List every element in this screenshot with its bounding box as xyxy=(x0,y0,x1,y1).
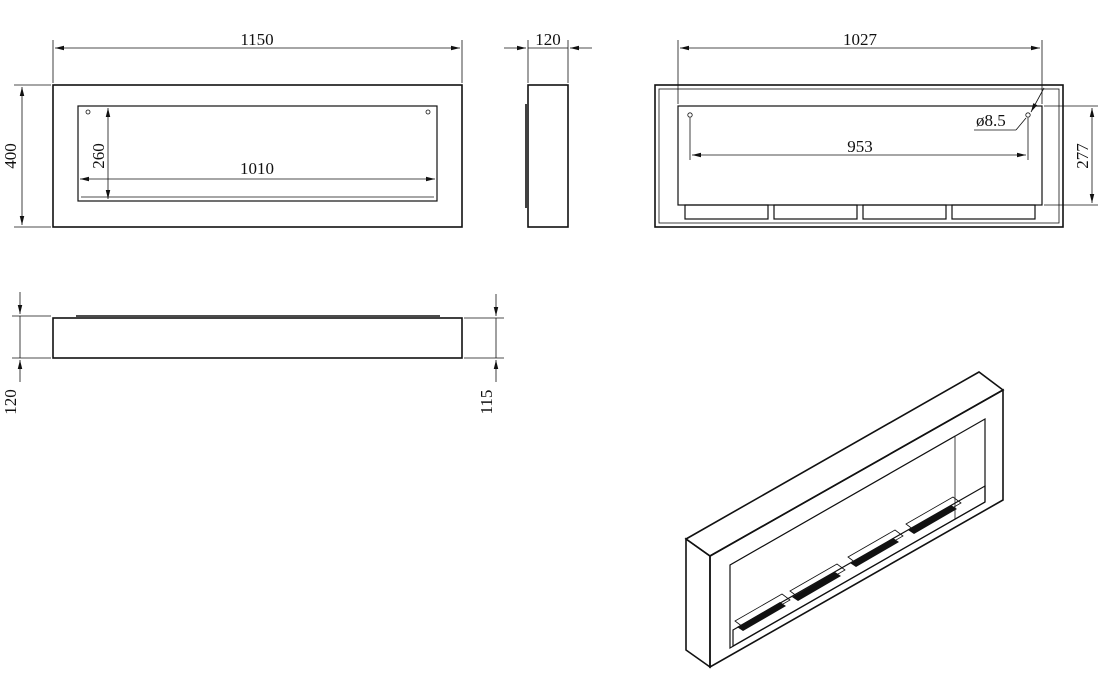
front-mount-hole-left xyxy=(85,109,91,115)
bracket-height-label: 277 xyxy=(1073,143,1092,169)
dim-opening-width: 1010 xyxy=(80,159,435,182)
rear-mounting-bracket xyxy=(677,105,1043,206)
front-opening xyxy=(77,105,438,202)
front-width-label: 1150 xyxy=(240,30,273,49)
dim-front-width: 1150 xyxy=(52,30,463,83)
dim-hole-spacing: 953 xyxy=(689,118,1029,160)
bottom-profile xyxy=(52,317,463,359)
dim-bracket-width: 1027 xyxy=(677,30,1043,104)
iso-top-face xyxy=(684,371,1005,557)
iso-front-face xyxy=(709,388,1004,669)
front-mount-hole-right xyxy=(425,109,431,115)
dim-bottom-right: 115 xyxy=(464,294,504,414)
hole-spacing-label: 953 xyxy=(847,137,873,156)
opening-height-label: 260 xyxy=(89,143,108,169)
iso-burners xyxy=(734,496,962,631)
rear-inner-frame xyxy=(658,88,1060,224)
front-outer-frame xyxy=(52,84,463,228)
hole-diameter-label: ø8.5 xyxy=(976,111,1006,130)
bottom-left-depth-label: 120 xyxy=(1,389,20,415)
rear-mount-hole-left xyxy=(687,112,693,118)
rear-burner-slots xyxy=(684,204,1036,220)
dim-hole-diameter: ø8.5 xyxy=(974,87,1045,131)
rear-outer-frame xyxy=(654,84,1064,228)
opening-width-label: 1010 xyxy=(240,159,274,178)
dim-bottom-left: 120 xyxy=(1,292,51,415)
bottom-view: 120 115 xyxy=(1,292,504,415)
dim-front-height: 400 xyxy=(1,84,51,228)
rear-view: 1027 953 ø8.5 277 xyxy=(654,30,1098,228)
rear-mount-hole-right xyxy=(1025,112,1031,118)
front-height-label: 400 xyxy=(1,143,20,169)
dim-opening-height: 260 xyxy=(89,108,111,199)
dim-bracket-height: 277 xyxy=(1044,105,1098,206)
side-depth-label: 120 xyxy=(535,30,561,49)
side-profile xyxy=(527,84,569,228)
bracket-width-label: 1027 xyxy=(843,30,878,49)
iso-opening-top-inner xyxy=(729,435,956,566)
iso-left-side-face xyxy=(685,537,711,669)
isometric-view xyxy=(684,371,1005,669)
front-view: 1150 400 1010 260 xyxy=(1,30,463,228)
side-view: 120 xyxy=(504,30,592,228)
bottom-right-depth-label: 115 xyxy=(477,390,496,415)
dim-side-depth: 120 xyxy=(504,30,592,83)
